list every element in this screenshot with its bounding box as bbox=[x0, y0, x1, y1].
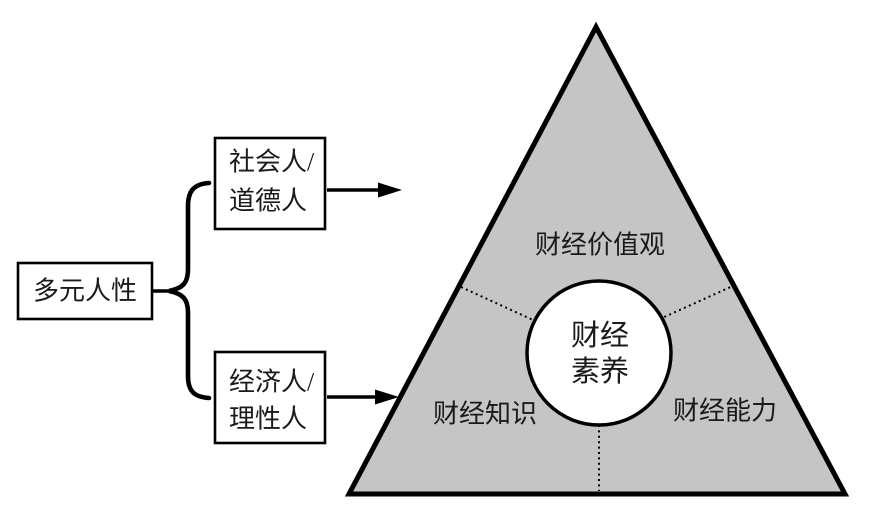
economic-rational-label-line2: 理性人 bbox=[229, 405, 307, 434]
top-arrow bbox=[327, 182, 402, 198]
bottom-arrow-head-icon bbox=[375, 389, 399, 405]
root-box bbox=[16, 261, 154, 321]
social-moral-label-line2: 道德人 bbox=[229, 187, 307, 216]
pyramid-triangle bbox=[344, 21, 850, 497]
divider-dotted-left bbox=[460, 286, 534, 321]
bottom-arrow bbox=[327, 389, 399, 405]
center-circle bbox=[525, 279, 673, 427]
social-moral-label-line1: 社会人/ bbox=[229, 148, 315, 177]
social-moral-box bbox=[213, 136, 327, 231]
region-label-knowledge: 财经知识 bbox=[433, 400, 537, 429]
center-circle-label-line1: 财经 bbox=[571, 319, 629, 352]
root-box-label: 多元人性 bbox=[33, 277, 137, 306]
region-label-ability: 财经能力 bbox=[673, 397, 777, 426]
economic-rational-box bbox=[213, 350, 327, 445]
center-circle-label-line2: 素养 bbox=[571, 355, 629, 388]
split-brace bbox=[168, 180, 212, 401]
divider-dotted-right bbox=[661, 284, 736, 319]
top-arrow-head-icon bbox=[378, 182, 402, 198]
economic-rational-label-line1: 经济人/ bbox=[229, 368, 315, 397]
region-label-values: 财经价值观 bbox=[535, 231, 665, 260]
